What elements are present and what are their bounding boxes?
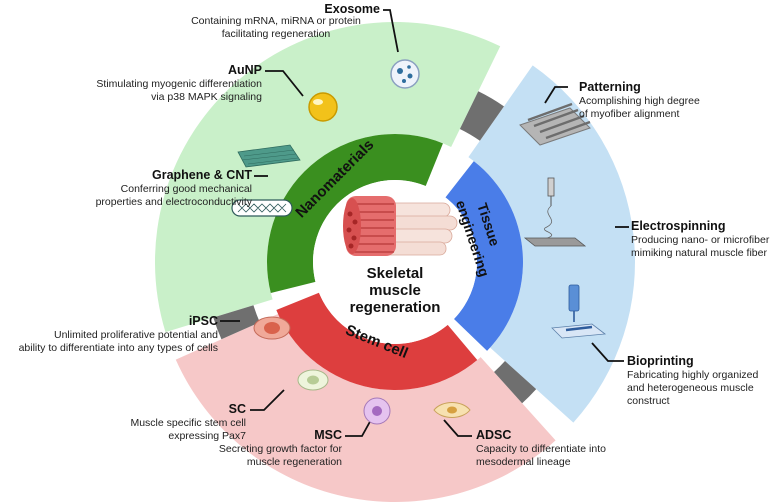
adsc-cell-icon (433, 402, 471, 418)
ring-connector-bottom-right (494, 361, 537, 404)
center-title: Skeletal muscle regeneration (349, 265, 441, 316)
exosome-callout: Exosome (180, 2, 380, 17)
exosome-title: Exosome (324, 2, 380, 16)
graphene-callout: Graphene & CNT Conferring good mechanica… (44, 168, 252, 209)
exosome-icon (390, 59, 420, 89)
aunp-desc: Stimulating myogenic differentiation via… (96, 78, 262, 103)
aunp-callout: AuNP Stimulating myogenic differentiatio… (60, 63, 262, 104)
bioprinting-callout: Bioprinting Fabricating highly organized… (627, 354, 783, 408)
electrospinning-icon (523, 177, 587, 247)
bioprinting-title: Bioprinting (627, 354, 694, 368)
adsc-desc: Capacity to differentiate into mesoderma… (476, 443, 606, 468)
ring-connector-left (213, 305, 260, 340)
msc-cell-icon (363, 397, 391, 425)
graphene-desc: Conferring good mechanical properties an… (95, 183, 252, 208)
ipsc-cell-icon (253, 316, 291, 340)
sc-callout: SC Muscle specific stem cell expressing … (90, 402, 246, 443)
inner-sector-stem-cell (276, 292, 478, 390)
satellite-cell-icon (297, 369, 329, 391)
leader-adsc (443, 419, 472, 437)
bioprinting-desc: Fabricating highly organized and heterog… (627, 369, 759, 407)
leader-aunp (265, 70, 304, 97)
muscle-fiber-icon (343, 196, 458, 256)
sc-desc: Muscle specific stem cell expressing Pax… (130, 417, 246, 442)
patterning-scaffold-icon (519, 102, 591, 146)
patterning-desc: Acomplishing high degree of myofiber ali… (579, 95, 700, 120)
ipsc-desc: Unlimited proliferative potential and ab… (18, 329, 218, 354)
electrospinning-title: Electrospinning (631, 219, 726, 233)
inner-ring (267, 134, 523, 390)
msc-title: MSC (314, 428, 342, 442)
ring-connector-top-right (459, 91, 504, 141)
leader-bioprinting (591, 342, 624, 362)
aunp-title: AuNP (227, 63, 262, 77)
sc-title: SC (228, 402, 246, 416)
graphene-sheet-icon (237, 144, 301, 168)
ipsc-callout: iPSC Unlimited proliferative potential a… (6, 314, 218, 355)
leader-msc (345, 417, 373, 437)
electrospinning-callout: Electrospinning Producing nano- or micro… (631, 219, 783, 260)
adsc-title: ADSC (476, 428, 512, 442)
msc-callout: MSC Secreting growth factor for muscle r… (190, 428, 342, 469)
leader-exosome (383, 9, 399, 53)
msc-desc: Secreting growth factor for muscle regen… (218, 443, 342, 468)
leader-sc (250, 389, 285, 411)
gold-nanoparticle-icon (308, 92, 338, 122)
inner-sector-tissue-engineering (445, 161, 523, 351)
bioprinting-icon (551, 284, 607, 339)
ipsc-title: iPSC (188, 314, 218, 328)
patterning-title: Patterning (579, 80, 641, 94)
outer-sector-nanomaterials (155, 21, 501, 333)
leader-patterning (544, 86, 568, 104)
electrospinning-desc: Producing nano- or microfiber mimiking n… (631, 234, 770, 259)
exosome-desc: Containing mRNA, miRNA or protein facili… (191, 15, 361, 40)
inner-sector-nanomaterials (267, 134, 443, 293)
leader-lines (220, 9, 629, 437)
exosome-desc-block: Containing mRNA, miRNA or protein facili… (176, 15, 376, 41)
graphene-title: Graphene & CNT (151, 168, 252, 182)
adsc-callout: ADSC Capacity to differentiate into meso… (476, 428, 646, 469)
patterning-callout: Patterning Acomplishing high degree of m… (579, 80, 779, 121)
carbon-nanotube-icon (231, 199, 293, 217)
